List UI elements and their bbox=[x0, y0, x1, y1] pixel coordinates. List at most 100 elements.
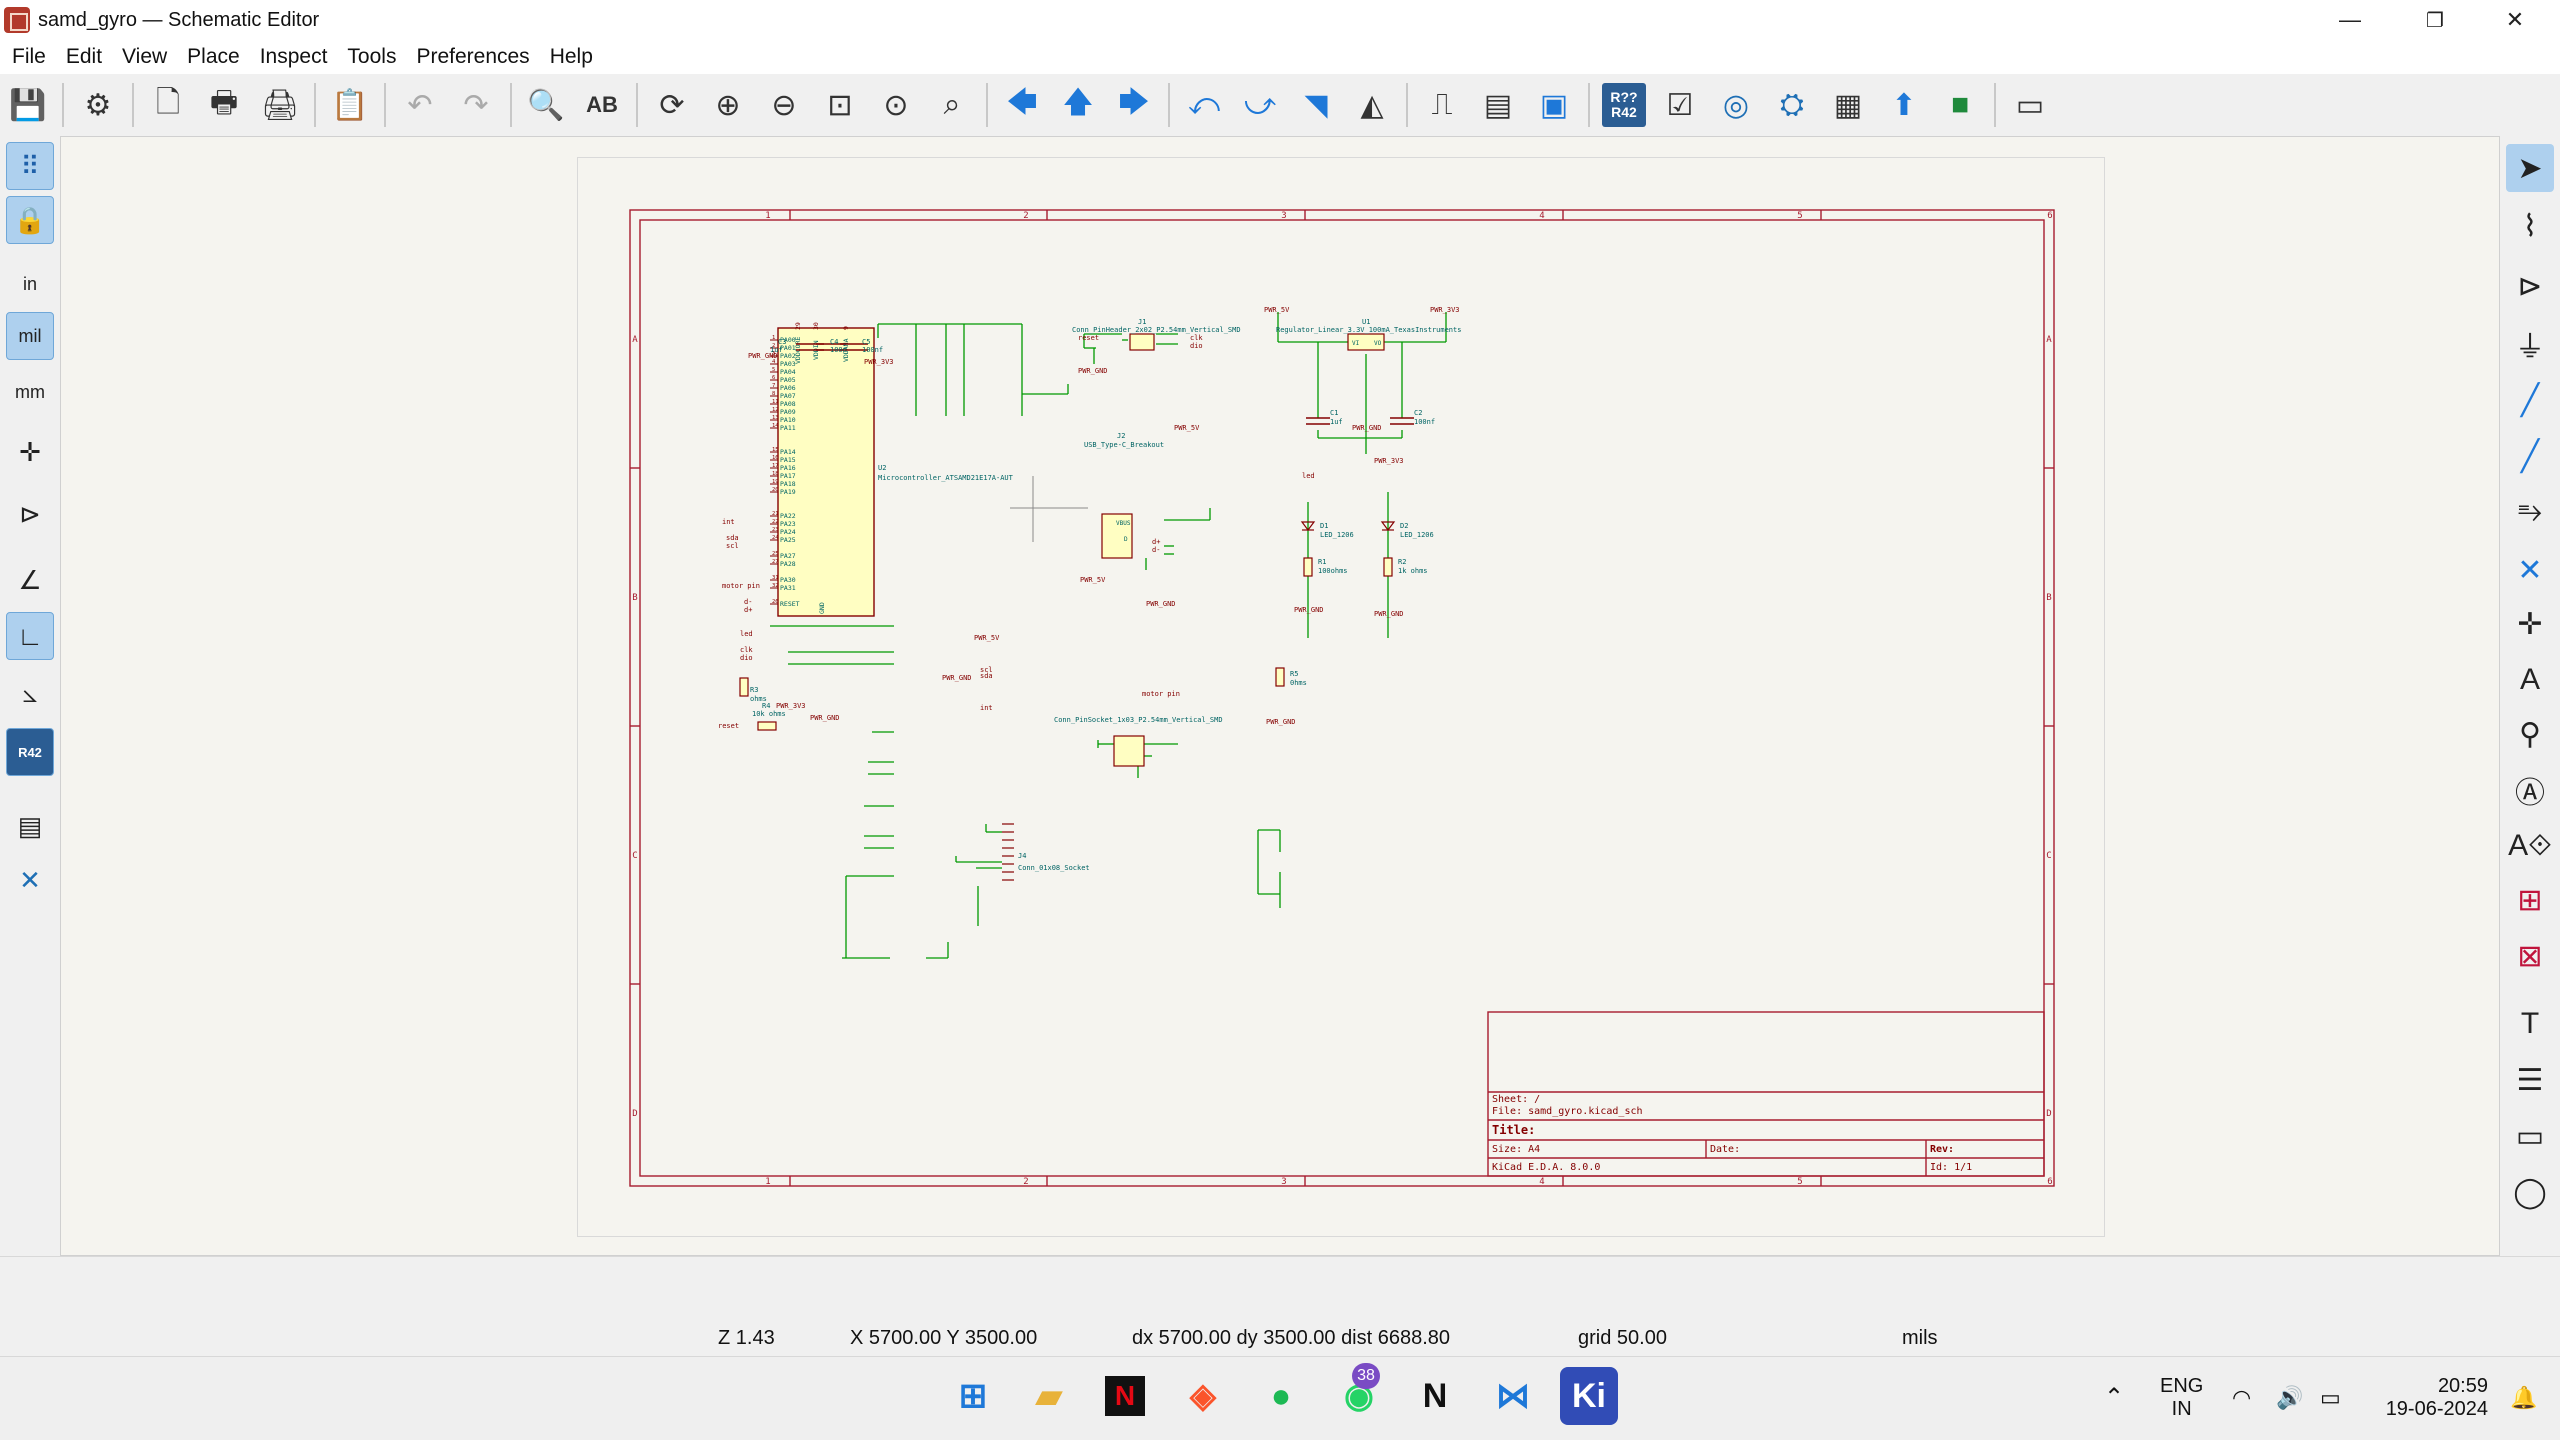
r1-body[interactable] bbox=[1303, 557, 1313, 577]
highlight-net-icon[interactable]: ⌇ bbox=[2522, 209, 2538, 243]
add-label-icon[interactable]: A bbox=[2519, 663, 2540, 696]
line-mode-45-icon[interactable]: ⦣ bbox=[22, 678, 38, 708]
erc-icon[interactable]: ☑ bbox=[1666, 88, 1694, 122]
menu-place[interactable]: Place bbox=[187, 45, 240, 68]
mirror-vertical-icon[interactable]: ◥ bbox=[1304, 88, 1328, 122]
symbol-browser-icon[interactable]: ▤ bbox=[1483, 88, 1513, 122]
units-mm-button[interactable]: mm bbox=[15, 381, 45, 402]
refresh-icon[interactable]: ⟳ bbox=[659, 88, 685, 122]
file-explorer-icon[interactable]: ▰ bbox=[1035, 1377, 1063, 1415]
add-sheet-icon[interactable]: ⊞ bbox=[2517, 883, 2543, 917]
add-rectangle-icon[interactable]: ▭ bbox=[2515, 1119, 2545, 1153]
u1-body[interactable] bbox=[1347, 333, 1385, 351]
menu-tools[interactable]: Tools bbox=[347, 45, 397, 68]
annotate-toggle-icon[interactable]: R42 bbox=[6, 728, 54, 776]
find-icon[interactable]: 🔍 bbox=[527, 88, 565, 122]
r4-body[interactable] bbox=[757, 721, 777, 731]
minimize-button[interactable]: — bbox=[2339, 7, 2361, 32]
zoom-in-icon[interactable]: ⊕ bbox=[715, 88, 741, 122]
j2-body[interactable] bbox=[1101, 513, 1133, 559]
select-tool-icon[interactable]: ➤ bbox=[2506, 144, 2554, 192]
add-bus-icon[interactable]: ╱ bbox=[2520, 439, 2540, 473]
grid-lock-icon[interactable]: 🔒 bbox=[6, 196, 54, 244]
page-settings-icon[interactable]: 🗋 bbox=[155, 85, 181, 119]
hierarchical-label-icon[interactable]: A⟐ bbox=[2508, 829, 2552, 862]
junction-icon[interactable]: ✛ bbox=[2517, 607, 2543, 641]
menu-help[interactable]: Help bbox=[549, 45, 593, 68]
schematic-setup-icon[interactable]: ⚙ bbox=[84, 88, 112, 122]
bom-icon[interactable]: ⬆ bbox=[1891, 88, 1917, 122]
net-class-icon[interactable]: ⚲ bbox=[2519, 717, 2541, 751]
navigate-up-icon[interactable]: 🡅 bbox=[1062, 85, 1094, 119]
show-hidden-icons-icon[interactable]: ⌃ bbox=[2104, 1384, 2125, 1411]
menu-preferences[interactable]: Preferences bbox=[416, 45, 530, 68]
save-icon[interactable]: 💾 bbox=[9, 88, 47, 122]
battery-icon[interactable]: ▭ bbox=[2320, 1385, 2341, 1410]
hierarchy-navigator-icon[interactable]: ▤ bbox=[17, 810, 43, 841]
global-label-icon[interactable]: Ⓐ bbox=[2515, 777, 2545, 810]
restore-button[interactable]: ❐ bbox=[2426, 9, 2444, 32]
zoom-out-icon[interactable]: ⊖ bbox=[771, 88, 797, 122]
line-mode-free-icon[interactable]: ∠ bbox=[18, 564, 42, 595]
bus-entry-icon[interactable]: ⥱ bbox=[2518, 495, 2542, 528]
import-sheet-pin-icon[interactable]: ⊠ bbox=[2517, 939, 2543, 973]
rotate-cw-icon[interactable]: ⤻ bbox=[1243, 88, 1277, 121]
add-power-icon[interactable]: ⏚ bbox=[2515, 331, 2545, 364]
menu-edit[interactable]: Edit bbox=[65, 45, 103, 68]
pcb-editor-icon[interactable]: ■ bbox=[1950, 88, 1970, 121]
menu-inspect[interactable]: Inspect bbox=[259, 45, 328, 68]
add-wire-icon[interactable]: ╱ bbox=[2520, 383, 2540, 417]
properties-tools-icon[interactable]: ✕ bbox=[19, 864, 41, 895]
mirror-horizontal-icon[interactable]: ◭ bbox=[1360, 88, 1384, 122]
paste-icon[interactable]: 📋 bbox=[331, 88, 369, 122]
add-textbox-icon[interactable]: ☰ bbox=[2516, 1063, 2544, 1097]
simulator-icon[interactable]: ◎ bbox=[1722, 88, 1750, 122]
print-icon[interactable]: 🖶 bbox=[209, 85, 239, 119]
spotify-icon[interactable]: ● bbox=[1270, 1376, 1292, 1415]
symbol-editor-icon[interactable]: ⎍ bbox=[1431, 88, 1453, 121]
kicad-icon[interactable]: Ki bbox=[1560, 1367, 1618, 1425]
annotate-r42-icon[interactable]: R?? R42 bbox=[1602, 83, 1646, 127]
no-connect-icon[interactable]: ✕ bbox=[2517, 553, 2543, 587]
scripting-console-icon[interactable]: ▭ bbox=[2015, 88, 2045, 122]
navigate-back-icon[interactable]: 🡄 bbox=[1006, 85, 1038, 119]
undo-icon[interactable]: ↶ bbox=[407, 88, 433, 122]
line-mode-90-icon[interactable]: ∟ bbox=[6, 612, 54, 660]
find-replace-icon[interactable]: AB bbox=[586, 92, 618, 117]
vscode-icon[interactable]: ⋈ bbox=[1496, 1377, 1530, 1415]
units-inch-button[interactable]: in bbox=[22, 273, 37, 294]
menu-view[interactable]: View bbox=[122, 45, 168, 68]
fields-table-icon[interactable]: ▦ bbox=[1833, 88, 1863, 122]
wifi-icon[interactable]: ◠ bbox=[2232, 1385, 2252, 1410]
j3-body[interactable] bbox=[1113, 735, 1145, 767]
rotate-ccw-icon[interactable]: ⤺ bbox=[1187, 88, 1221, 121]
plot-icon[interactable]: 🖨 bbox=[260, 88, 300, 122]
schematic-canvas[interactable]: 1 2 3 4 5 6 1 2 3 4 5 6 A B C D A B C D bbox=[60, 136, 2500, 1256]
hidden-pins-icon[interactable]: ⊳ bbox=[19, 498, 41, 529]
close-button[interactable]: ✕ bbox=[2505, 7, 2525, 32]
language-indicator[interactable]: ENG IN bbox=[2160, 1375, 2203, 1421]
footprint-assign-icon[interactable]: ⛭ bbox=[1780, 88, 1804, 121]
navigate-forward-icon[interactable]: 🡆 bbox=[1118, 85, 1150, 119]
zoom-fit-icon[interactable]: ⊡ bbox=[827, 88, 853, 122]
zoom-objects-icon[interactable]: ⊙ bbox=[883, 88, 909, 122]
cursor-crosshair-icon[interactable]: ✛ bbox=[19, 436, 41, 467]
clock[interactable]: 20:59 19-06-2024 bbox=[2380, 1375, 2488, 1421]
r3-body[interactable] bbox=[739, 677, 749, 697]
brave-icon[interactable]: ◈ bbox=[1189, 1377, 1217, 1415]
add-text-icon[interactable]: T bbox=[2520, 1007, 2540, 1040]
add-circle-icon[interactable]: ◯ bbox=[2513, 1175, 2547, 1209]
grid-toggle-icon[interactable]: ⠿ bbox=[6, 142, 54, 190]
j1-body[interactable] bbox=[1129, 333, 1155, 351]
r2-body[interactable] bbox=[1383, 557, 1393, 577]
annotate-icon[interactable]: ▣ bbox=[1539, 88, 1569, 122]
windows-start-icon[interactable]: ⊞ bbox=[958, 1377, 988, 1415]
zoom-selection-icon[interactable]: ⌕ bbox=[943, 88, 961, 121]
mcu-body[interactable] bbox=[777, 327, 875, 617]
notion-icon[interactable]: N bbox=[1422, 1376, 1448, 1415]
volume-icon[interactable]: 🔊 bbox=[2276, 1385, 2304, 1410]
menu-file[interactable]: File bbox=[12, 45, 46, 68]
r5-body[interactable] bbox=[1275, 667, 1285, 687]
add-symbol-icon[interactable]: ⊳ bbox=[2517, 269, 2543, 303]
notifications-icon[interactable]: 🔔 bbox=[2510, 1385, 2538, 1410]
